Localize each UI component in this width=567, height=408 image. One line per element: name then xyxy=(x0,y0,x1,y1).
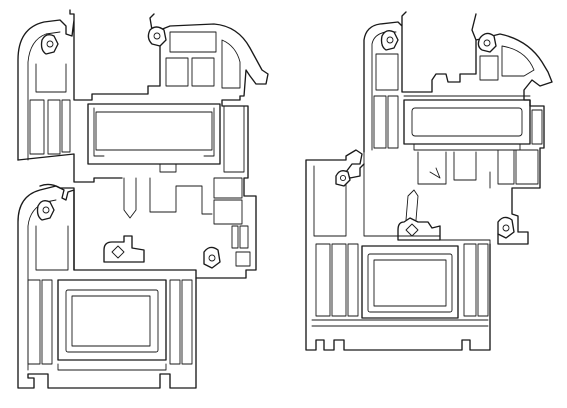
right-frame-gasket-core xyxy=(339,174,347,182)
right-gasket-center xyxy=(397,217,441,241)
right-frame-outline xyxy=(305,149,491,351)
left-reinforcement-outer xyxy=(87,103,221,165)
right-frame-chamber-5 xyxy=(477,243,489,317)
right-frame-reinforcement-inner xyxy=(373,259,447,307)
left-chamber-b xyxy=(47,99,61,155)
right-right-chamber-3 xyxy=(515,149,539,185)
right-frame-reinforcement-steel xyxy=(367,253,453,313)
left-frame-chamber-4 xyxy=(181,279,193,365)
right-gasket-center-core xyxy=(405,223,419,237)
left-frame-base xyxy=(57,363,167,371)
right-reinforcement-steel xyxy=(411,107,523,137)
right-frame-chamber-1 xyxy=(315,243,331,317)
left-frame-reinforcement-inner xyxy=(71,295,151,347)
right-gasket-lower-right xyxy=(497,216,515,239)
left-reinforcement-foot xyxy=(159,163,177,173)
right-gasket-top-right-core xyxy=(483,39,491,47)
right-junction-lines xyxy=(363,151,491,245)
left-gasket-lower-right-core xyxy=(208,254,216,262)
right-gasket-top-right xyxy=(477,32,497,53)
right-right-chamber-1 xyxy=(531,109,543,145)
left-sash-inner-wall xyxy=(27,31,61,161)
left-right-chamber-2 xyxy=(213,177,243,199)
left-frame-gasket xyxy=(36,200,55,221)
left-right-chamber-4 xyxy=(231,225,239,249)
right-right-chamber-2 xyxy=(497,149,515,185)
right-left-chamber-1 xyxy=(373,95,387,149)
left-reinforcement-steel xyxy=(95,111,213,151)
left-right-chamber-3 xyxy=(213,199,243,225)
left-right-chamber-1 xyxy=(223,105,245,173)
left-frame-chamber-3 xyxy=(169,279,181,365)
right-gasket-center-stem xyxy=(405,189,419,221)
left-top-chamber-1 xyxy=(169,31,217,53)
left-gasket-lower-right xyxy=(203,246,221,269)
left-frame-chamber-top xyxy=(35,225,69,271)
left-frame-reinforcement-outer xyxy=(57,279,167,361)
right-frame-chamber-2 xyxy=(331,243,347,317)
right-frame-chamber-3 xyxy=(347,243,359,317)
left-top-chamber-3 xyxy=(191,57,215,87)
right-gasket-top-left xyxy=(380,30,399,51)
left-chamber-c xyxy=(61,99,71,153)
right-frame-base-lines xyxy=(311,319,489,327)
left-gasket-top-left-core xyxy=(46,40,54,48)
left-chamber-a xyxy=(29,99,45,155)
right-frame-inner-wall xyxy=(313,165,347,237)
left-right-chamber-6 xyxy=(235,251,251,267)
right-sash-inner-wall xyxy=(371,31,397,151)
left-frame-chamber-2 xyxy=(41,279,53,365)
right-sash-outline xyxy=(363,11,553,245)
left-frame-reinforcement-steel xyxy=(65,289,159,353)
right-frame-reinforcement-outer xyxy=(361,245,459,319)
left-reinforcement-lips xyxy=(93,107,215,157)
left-frame-gasket-core xyxy=(42,206,50,214)
left-frame-outline xyxy=(17,185,197,389)
right-middle-web xyxy=(417,151,491,189)
right-reinforcement-outer xyxy=(403,99,531,145)
right-top-chamber-2 xyxy=(375,53,399,91)
left-right-chamber-5 xyxy=(239,225,249,249)
left-top-chamber-4 xyxy=(221,39,241,89)
left-gasket-top-right-core xyxy=(153,32,161,40)
left-gasket-center-core xyxy=(111,245,125,259)
left-gasket-top-left xyxy=(40,34,59,55)
right-gasket-lower-right-core xyxy=(502,224,510,232)
right-top-chamber-3 xyxy=(479,55,499,81)
right-frame-gasket xyxy=(335,170,351,187)
right-profile xyxy=(305,11,553,351)
left-frame-chamber-1 xyxy=(27,279,41,365)
left-gasket-center xyxy=(103,235,145,263)
right-left-chamber-2 xyxy=(387,95,399,149)
left-middle-web xyxy=(123,177,213,219)
left-sash-lower-left xyxy=(17,153,123,183)
right-reinforcement-lips xyxy=(403,95,531,151)
left-chamber-top xyxy=(35,63,67,93)
left-top-chamber-2 xyxy=(165,57,189,87)
right-top-chamber-1 xyxy=(501,45,535,77)
right-frame-chamber-4 xyxy=(463,243,477,317)
left-profile xyxy=(17,9,269,389)
left-gasket-top-right xyxy=(147,26,167,47)
right-gasket-top-left-core xyxy=(386,36,394,44)
